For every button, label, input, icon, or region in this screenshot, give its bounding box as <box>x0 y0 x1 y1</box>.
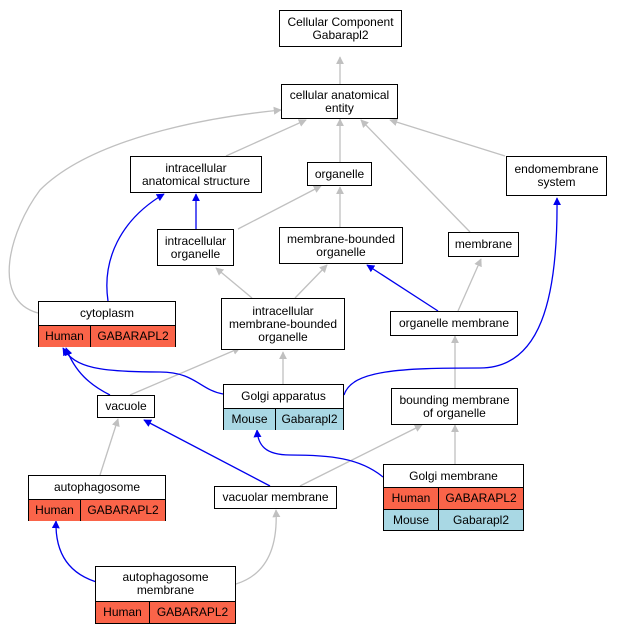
node-membrane[interactable]: membrane <box>448 232 519 257</box>
species-cell: Human <box>39 326 90 347</box>
node-autophagosome[interactable]: autophagosome Human GABARAPL2 <box>28 475 166 521</box>
node-label: organelle <box>314 166 365 181</box>
annotation-row: Human GABARAPL2 <box>96 602 235 623</box>
edge-io-to-organelle <box>237 185 322 230</box>
edge-vacuole-to-cytoplasm <box>64 347 111 396</box>
gene-cell: Gabarapl2 <box>438 510 523 530</box>
edge-imbo-to-mbo <box>294 264 328 299</box>
node-label-line: entity <box>325 100 354 115</box>
node-golgi-apparatus[interactable]: Golgi apparatus Mouse Gabarapl2 <box>223 384 344 430</box>
edge-endomembrane-to-cae <box>389 118 506 157</box>
edge-cytoplasm-to-cae <box>8 106 282 314</box>
edge-auto-to-vacuole <box>99 418 120 476</box>
annotation-row: Human GABARAPL2 <box>39 326 175 347</box>
gene-cell: GABARAPL2 <box>149 602 235 623</box>
node-label-line: membrane-bounded <box>228 316 338 331</box>
node-label-line: Cellular Component <box>287 14 394 29</box>
node-vacuole[interactable]: vacuole <box>97 395 155 418</box>
species-cell: Human <box>384 488 438 509</box>
annotation-row: Mouse Gabarapl2 <box>384 509 523 530</box>
node-label-line: organelle <box>170 246 221 261</box>
node-cytoplasm[interactable]: cytoplasm Human GABARAPL2 <box>38 301 176 347</box>
edge-om-to-mbo <box>366 264 439 312</box>
node-label-line: organelle <box>258 329 308 344</box>
edge-golgi-to-cytoplasm <box>62 347 224 395</box>
node-label-line: cellular anatomical <box>289 87 390 102</box>
node-label: vacuolar membrane <box>222 490 329 504</box>
edge-gm-to-golgi <box>253 429 384 478</box>
node-label-line: of organelle <box>423 405 486 420</box>
gene-cell: Gabarapl2 <box>275 409 343 430</box>
gene-cell: GABARAPL2 <box>80 500 165 521</box>
edge-om-to-membrane <box>457 258 482 312</box>
edge-am-to-vm <box>235 509 281 585</box>
edge-vacuole-to-imbo <box>129 347 241 396</box>
node-label-line: autophagosome <box>122 570 209 584</box>
species-cell: Mouse <box>384 510 438 530</box>
edge-vm-to-bmo <box>299 424 423 487</box>
edge-ias-to-cae <box>225 119 307 157</box>
node-label-line: Gabarapl2 <box>312 27 369 42</box>
node-label-line: system <box>537 175 576 189</box>
node-label-line: anatomical structure <box>141 173 251 188</box>
annotation-row: Human GABARAPL2 <box>29 500 165 521</box>
node-label-line: intracellular <box>165 160 227 175</box>
node-golgi-membrane[interactable]: Golgi membrane Human GABARAPL2 Mouse Gab… <box>383 464 524 531</box>
node-label: organelle membrane <box>398 316 510 330</box>
species-cell: Human <box>96 602 149 623</box>
species-cell: Mouse <box>224 409 275 430</box>
node-label-line: membrane <box>136 583 195 597</box>
gene-cell: GABARAPL2 <box>438 488 523 509</box>
edge-cytoplasm-to-ias <box>106 193 165 302</box>
edge-vm-to-vacuole <box>143 419 271 487</box>
edge-am-to-auto <box>51 520 101 584</box>
node-label: vacuole <box>105 399 147 413</box>
edge-membrane-to-cae <box>360 119 471 233</box>
gene-cell: GABARAPL2 <box>90 326 175 347</box>
node-title: Golgi apparatus <box>224 385 343 409</box>
node-label: membrane <box>454 237 513 251</box>
node-vacuolar-membrane[interactable]: vacuolar membrane <box>214 486 337 509</box>
node-organelle-membrane[interactable]: organelle membrane <box>390 311 518 336</box>
node-label-line: intracellular <box>164 233 227 248</box>
annotation-row: Human GABARAPL2 <box>384 488 523 509</box>
node-label-line: intracellular <box>252 303 314 318</box>
node-label-line: endomembrane <box>514 162 599 176</box>
node-title: Golgi membrane <box>384 465 523 488</box>
node-organelle[interactable]: organelle <box>307 162 372 186</box>
node-title: cytoplasm <box>39 302 175 326</box>
species-cell: Human <box>29 500 80 521</box>
node-label-line: organelle <box>316 244 366 259</box>
edge-golgi-to-endo <box>343 197 562 396</box>
node-label-line: membrane-bounded <box>286 231 396 246</box>
edge-imbo-to-io <box>215 267 253 299</box>
node-title: autophagosome <box>29 476 165 500</box>
annotation-row: Mouse Gabarapl2 <box>224 409 343 430</box>
node-label-line: bounding membrane <box>399 392 510 407</box>
